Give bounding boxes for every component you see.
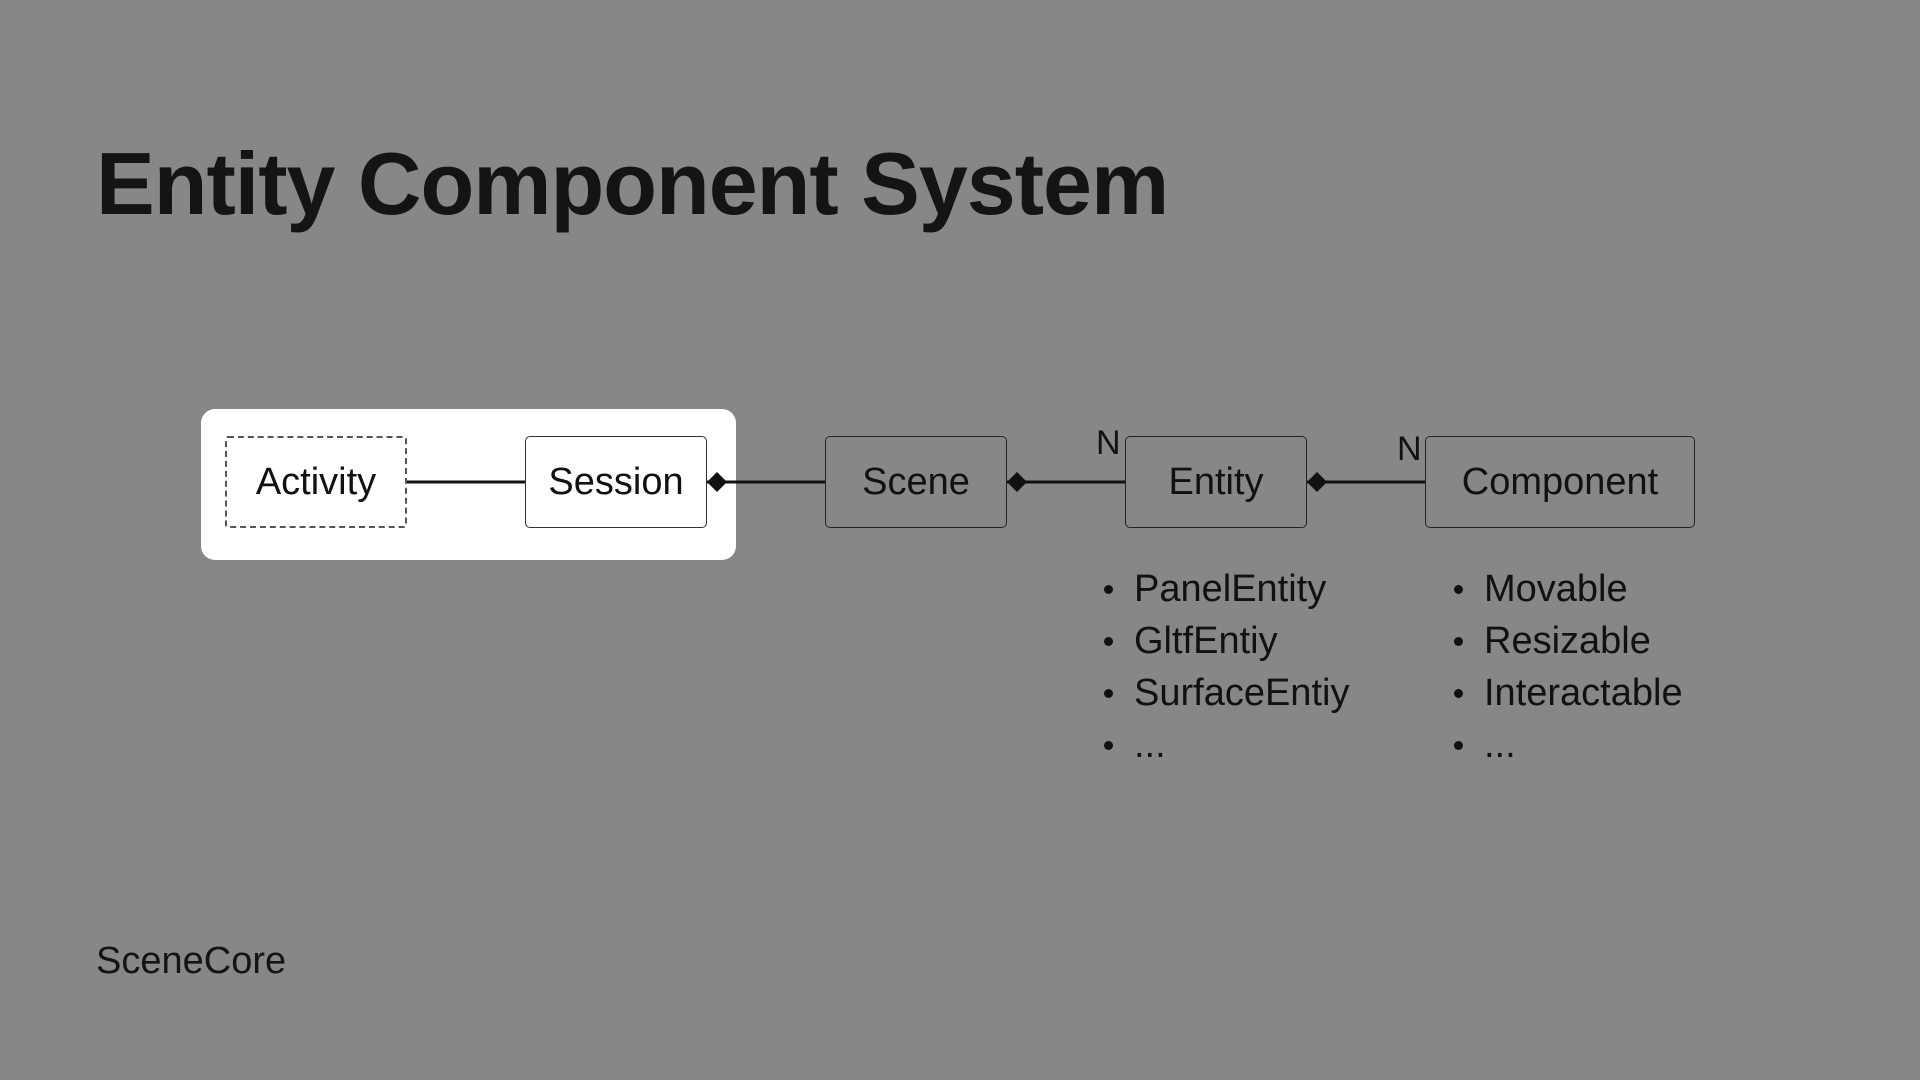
- list-item: Resizable: [1450, 615, 1683, 667]
- component-multiplicity: N: [1397, 430, 1422, 468]
- scene-composition-diamond: [1007, 472, 1027, 492]
- entity-node: Entity: [1125, 436, 1307, 528]
- entity-multiplicity: N: [1096, 424, 1121, 462]
- component-label: Component: [1461, 460, 1659, 503]
- list-item: Interactable: [1450, 667, 1683, 719]
- activity-label: Activity: [255, 460, 377, 503]
- list-item: SurfaceEntiy: [1100, 667, 1349, 719]
- list-item: ...: [1100, 719, 1349, 771]
- session-label: Session: [548, 460, 684, 503]
- component-node: Component: [1425, 436, 1695, 528]
- scene-label: Scene: [862, 460, 970, 503]
- entity-composition-diamond: [1307, 472, 1327, 492]
- entity-types-list: PanelEntity GltfEntiy SurfaceEntiy ...: [1100, 563, 1349, 771]
- list-item: Movable: [1450, 563, 1683, 615]
- session-composition-diamond: [707, 472, 727, 492]
- entity-label: Entity: [1168, 460, 1264, 503]
- list-item: PanelEntity: [1100, 563, 1349, 615]
- list-item: GltfEntiy: [1100, 615, 1349, 667]
- slide-title: Entity Component System: [96, 134, 1169, 233]
- footer-label: SceneCore: [96, 940, 287, 982]
- session-node: Session: [525, 436, 707, 528]
- scene-node: Scene: [825, 436, 1007, 528]
- component-types-list: Movable Resizable Interactable ...: [1450, 563, 1683, 771]
- list-item: ...: [1450, 719, 1683, 771]
- activity-node: Activity: [225, 436, 407, 528]
